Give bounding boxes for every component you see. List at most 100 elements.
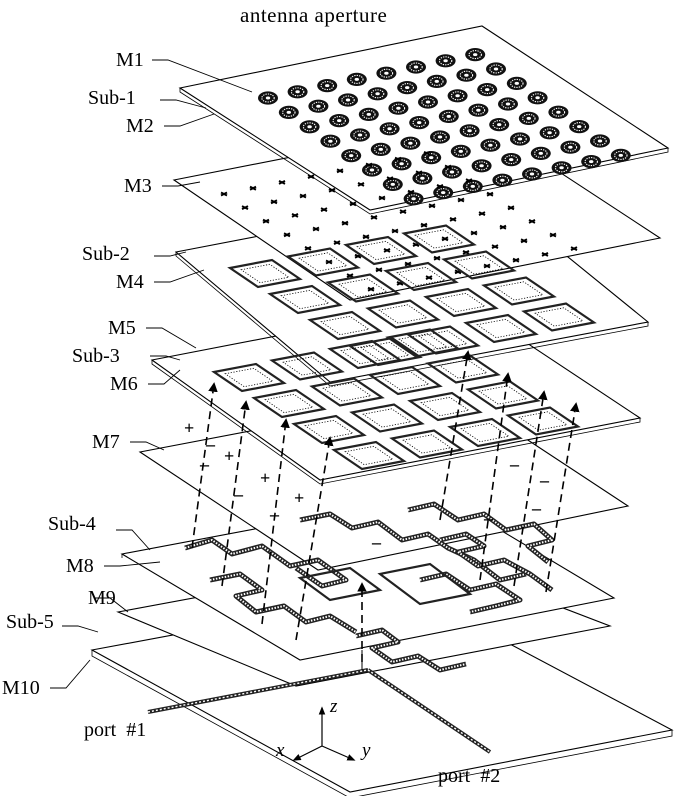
leader-lines (50, 59, 253, 689)
label-sub4: Sub-4 (48, 513, 96, 535)
cavity-cell (349, 403, 425, 433)
cavity-cell (425, 354, 501, 384)
aperture-element (362, 163, 382, 177)
cavity-cell (405, 325, 481, 355)
aperture-element (258, 91, 278, 105)
aperture-element (581, 155, 602, 169)
plus-sign-4: + (294, 488, 304, 508)
cavity-cell (383, 261, 459, 292)
aperture-element (433, 186, 454, 200)
aperture-element (367, 87, 388, 101)
cavity-cell (505, 406, 581, 436)
coupling-slot (320, 207, 328, 212)
feed-trace-e-inner (355, 629, 467, 671)
leader-m8 (104, 561, 161, 567)
aperture-element (430, 130, 450, 144)
feed-trace-f-inner (419, 573, 521, 613)
coupling-slot (436, 184, 444, 189)
coupling-slot (357, 182, 365, 187)
aperture-element (320, 134, 341, 148)
label-m9: M9 (88, 587, 116, 609)
cavity-cell (447, 417, 523, 448)
coupling-slot (512, 257, 520, 263)
coupling-slot (349, 201, 357, 207)
label-port1: port #1 (84, 719, 146, 741)
aperture-element (459, 124, 480, 138)
aperture-element (522, 167, 542, 181)
aperture-element (403, 192, 424, 206)
coupling-arrow-2 (221, 400, 250, 587)
aperture-element (329, 114, 350, 128)
aperture-element (338, 93, 358, 107)
aperture-element (287, 85, 308, 99)
aperture-element (435, 54, 456, 68)
aperture-element (471, 159, 492, 173)
coordinate-axes: z x y (275, 696, 371, 761)
cavity-cell (481, 276, 557, 306)
coupling-arrow-1 (191, 382, 218, 549)
feed-trace-a-inner (184, 539, 347, 587)
port2-feed-line-inner (367, 669, 491, 753)
leader-sub4 (116, 529, 151, 551)
cavity-cell (441, 250, 517, 280)
cavity-cell (267, 284, 343, 315)
coupling-slot (362, 234, 370, 240)
aperture-element (308, 99, 329, 113)
aperture-element (388, 101, 409, 115)
label-m4: M4 (116, 271, 144, 293)
aperture-element (299, 120, 320, 134)
coupling-slot (570, 246, 578, 251)
aperture-element (560, 140, 581, 154)
aperture-element (486, 62, 506, 76)
coupling-arrow-4 (295, 436, 334, 641)
coupling-slot (491, 244, 499, 249)
cavity-cell (389, 429, 465, 459)
cavity-cell (401, 224, 477, 254)
minus-sign-5: – (483, 508, 494, 528)
minus-sign-2: – (199, 454, 210, 474)
port-feed-lines-m10 (147, 650, 492, 754)
label-sub2: Sub-2 (82, 243, 130, 265)
coupling-slot (391, 228, 399, 234)
minus-sign-3: – (233, 484, 244, 504)
coupling-arrow-7 (513, 390, 548, 587)
coupling-slot (307, 174, 315, 179)
coupling-arrow-6 (479, 372, 512, 581)
label-m1: M1 (116, 49, 144, 71)
aperture-element (426, 74, 447, 88)
cavity-cell (325, 273, 401, 303)
x-axis-label: x (275, 740, 285, 761)
plus-sign-3: + (260, 468, 270, 488)
cavity-cell (251, 388, 327, 419)
aperture-element (376, 66, 397, 80)
coupling-slot (470, 230, 478, 236)
coupling-slot (367, 286, 375, 292)
coupling-slot (528, 219, 536, 224)
aperture-element-array (258, 48, 631, 206)
coupling-slot (441, 236, 449, 242)
feed-trace-d-inner (407, 503, 553, 563)
cavity-cell (367, 365, 443, 396)
coupling-slot (457, 197, 465, 203)
aperture-element (518, 111, 539, 125)
leader-m7 (130, 441, 165, 451)
minus-sign-1: – (205, 434, 216, 454)
aperture-element (409, 116, 430, 130)
aperture-element (510, 132, 530, 146)
coupling-slot (444, 164, 452, 170)
aperture-element (341, 149, 362, 163)
aperture-element (569, 120, 590, 134)
leader-m5 (146, 327, 197, 349)
aperture-element (480, 138, 501, 152)
cavity-cell (307, 310, 383, 341)
cavity-cell (309, 377, 385, 407)
cavity-cell (407, 391, 483, 422)
aperture-element (346, 72, 367, 86)
coupling-slot (462, 250, 470, 255)
aperture-element (456, 68, 477, 82)
coupling-slot (520, 238, 528, 244)
aperture-element (450, 144, 471, 158)
minus-sign-9: – (371, 532, 382, 552)
layer-sub5-edge (91, 650, 673, 796)
cavity-cell (423, 287, 499, 318)
